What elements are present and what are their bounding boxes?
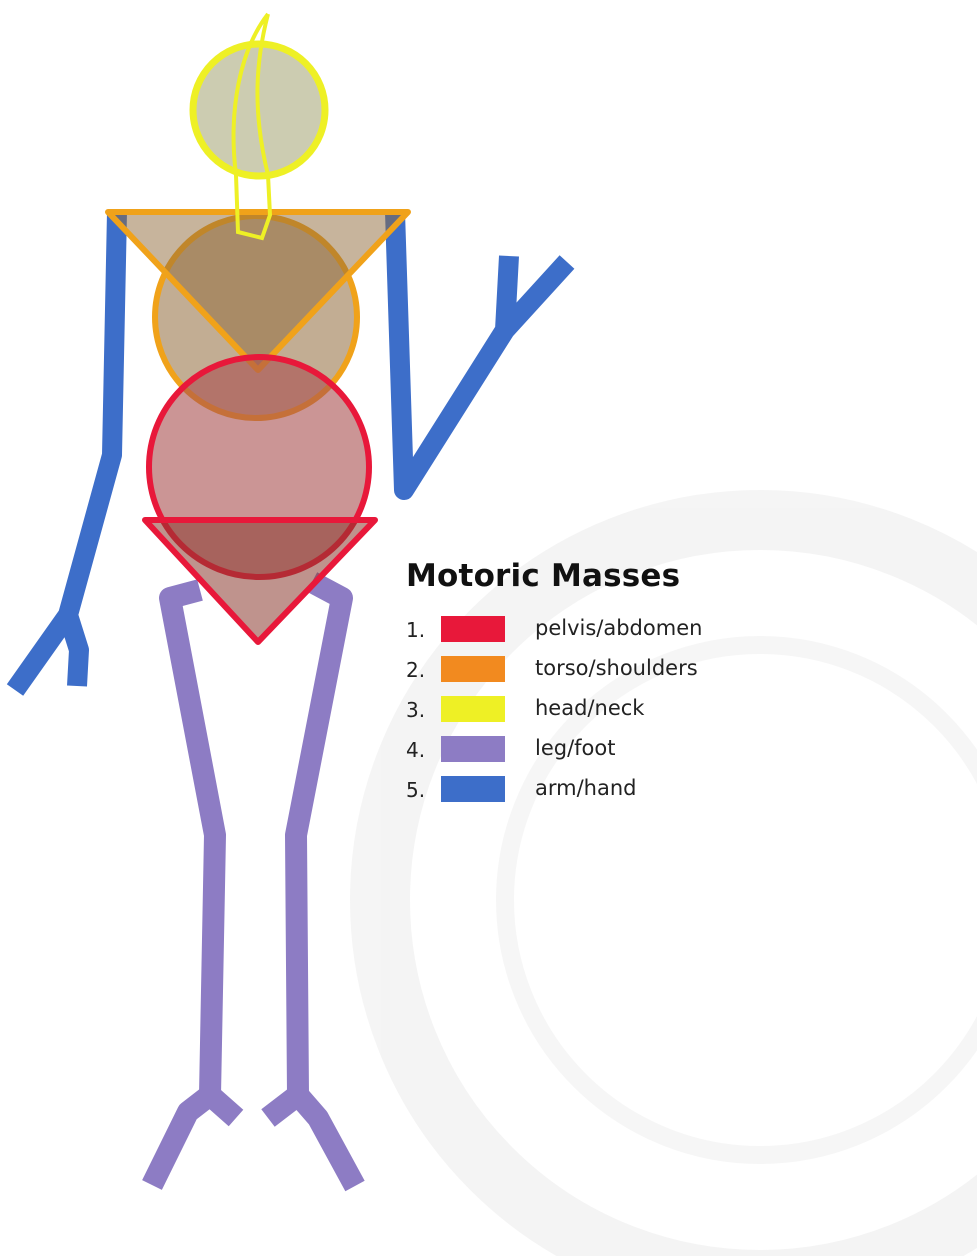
head-neck-mass xyxy=(193,14,325,238)
left-leg xyxy=(170,590,215,1095)
legend-item-torso: 2. torso/shoulders xyxy=(406,650,786,690)
legend: Motoric Masses 1. pelvis/abdomen 2. tors… xyxy=(406,556,786,810)
legend-item-pelvis: 1. pelvis/abdomen xyxy=(406,610,786,650)
legend-label: torso/shoulders xyxy=(535,656,698,680)
legend-number: 5. xyxy=(406,778,425,802)
legend-swatch-purple xyxy=(441,736,505,762)
legend-label: leg/foot xyxy=(535,736,615,760)
legend-number: 4. xyxy=(406,738,425,762)
right-arm xyxy=(395,212,567,490)
left-foot xyxy=(152,1095,236,1185)
left-arm xyxy=(15,212,117,690)
legend-item-leg: 4. leg/foot xyxy=(406,730,786,770)
right-leg xyxy=(296,582,342,1095)
legend-number: 2. xyxy=(406,658,425,682)
legend-title: Motoric Masses xyxy=(406,556,786,596)
legend-item-head: 3. head/neck xyxy=(406,690,786,730)
leg-figure xyxy=(152,582,355,1186)
legend-label: head/neck xyxy=(535,696,644,720)
legend-swatch-red xyxy=(441,616,505,642)
legend-swatch-orange xyxy=(441,656,505,682)
legend-label: pelvis/abdomen xyxy=(535,616,702,640)
legend-number: 1. xyxy=(406,618,425,642)
legend-number: 3. xyxy=(406,698,425,722)
legend-label: arm/hand xyxy=(535,776,636,800)
right-foot xyxy=(268,1095,355,1186)
legend-swatch-yellow xyxy=(441,696,505,722)
legend-swatch-blue xyxy=(441,776,505,802)
legend-item-arm: 5. arm/hand xyxy=(406,770,786,810)
